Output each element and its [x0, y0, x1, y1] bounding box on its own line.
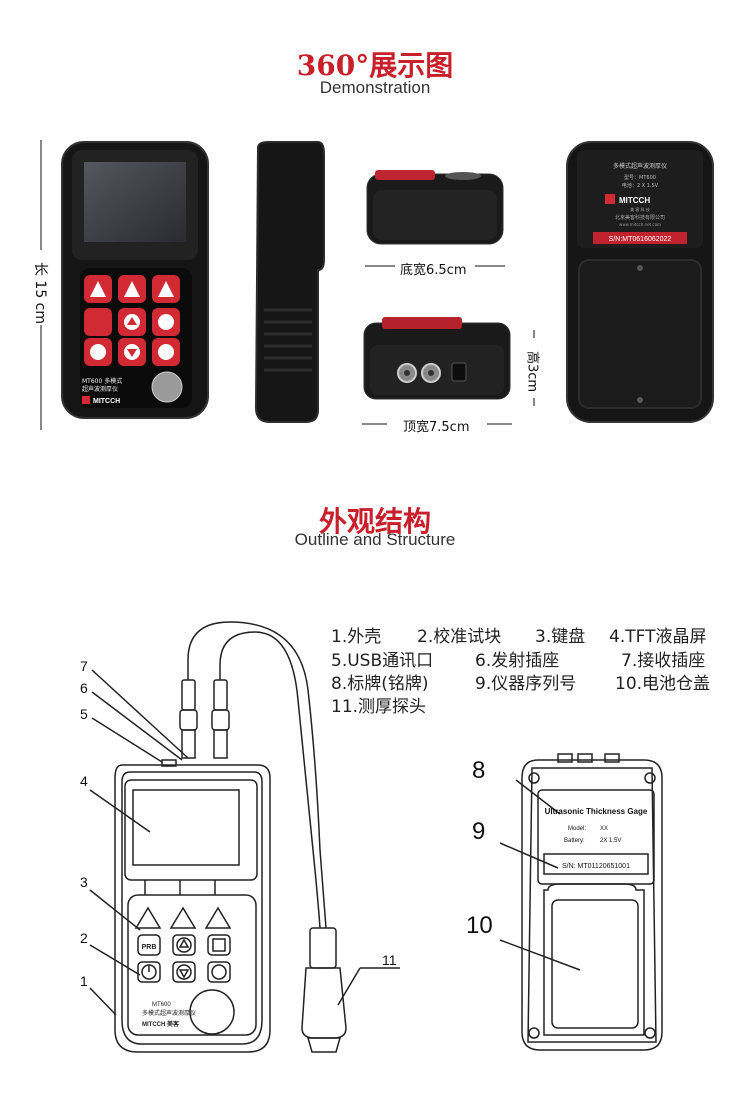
section2-title-cn: 外观结构: [318, 505, 431, 538]
length-label: 长 15 cm: [32, 261, 48, 325]
callout-number: 1: [80, 973, 88, 989]
bottom-width-line: [365, 265, 505, 267]
front-model-label2: 超声波测厚仪: [82, 385, 118, 393]
back-label-battery: 电池：2 X 1.5V: [622, 182, 659, 189]
front-device-photo: PRB MT600 多模式 超声波测厚仪 MITCCH: [61, 141, 209, 419]
height-dimension-line: [533, 330, 535, 406]
callout-number: 6: [80, 680, 88, 696]
back-line-serial: S/N: MT01120651001: [562, 863, 630, 870]
top-width-label: 顶宽7.5cm: [403, 420, 470, 435]
section1-title-cn: 360°展示图: [296, 49, 454, 82]
front-prb-key: PRB: [90, 319, 107, 328]
back-website: www.mitcch.net.com: [619, 222, 661, 227]
length-dimension-line: [40, 140, 42, 430]
legend-item: 9.仪器序列号: [475, 674, 577, 694]
callout-number: 5: [80, 706, 88, 722]
back-line-model-v: XX: [600, 826, 608, 832]
front-brand: MITCCH: [93, 398, 120, 405]
back-company: 北京美客科技有限公司: [615, 214, 665, 221]
callout-number: 9: [472, 818, 486, 845]
top-width-line: [362, 423, 512, 425]
callout-number: 4: [80, 773, 88, 789]
line-model: MT600: [152, 1002, 171, 1008]
back-device-photo: 多模式超声波测厚仪 型号：MT600 电池：2 X 1.5V MITCCH 美 …: [566, 141, 714, 423]
back-serial: S/N:MT0616062022: [609, 236, 672, 243]
front-line-drawing: PRB MT600 多模式超声波测厚仪 MITCCH 美客: [89, 621, 400, 1053]
back-line-battery-k: Battery:: [564, 838, 585, 844]
bottom-width-label: 底宽6.5cm: [400, 263, 467, 278]
callout-number: 7: [80, 658, 88, 674]
back-line-drawing: Ultrasonic Thickness Gage Model: XX Batt…: [499, 753, 663, 1051]
legend-item: 3.键盘: [535, 627, 586, 647]
height-label: 高3cm: [524, 350, 540, 393]
side-device-photo: [254, 141, 325, 423]
back-line-title: Ultrasonic Thickness Gage: [545, 807, 648, 816]
callout-number: 10: [466, 912, 493, 939]
legend-item: 4.TFT液晶屏: [609, 627, 707, 647]
top-view-photo: [363, 317, 511, 400]
back-brand-sub: 美 客 科 技: [630, 206, 650, 212]
front-model-label: MT600 多模式: [82, 377, 122, 385]
section2-title-en: Outline and Structure: [294, 530, 456, 549]
section1-title-en: Demonstration: [319, 78, 431, 97]
legend-item: 6.发射插座: [475, 651, 560, 671]
callout-number: 3: [80, 874, 88, 890]
callout-number: 8: [472, 757, 486, 784]
line-prb-key: PRB: [142, 944, 157, 951]
back-line-battery-v: 2X 1.5V: [600, 838, 621, 844]
back-label-model: 型号：MT600: [624, 174, 656, 181]
back-brand: MITCCH: [619, 196, 650, 205]
legend-item: 7.接收插座: [621, 651, 706, 671]
back-label-line1: 多模式超声波测厚仪: [613, 162, 667, 170]
bottom-view-photo: [366, 170, 504, 245]
callout-number: 11: [382, 952, 397, 968]
line-brand: MITCCH 美客: [142, 1020, 180, 1028]
back-line-model-k: Model:: [568, 826, 586, 832]
callout-number: 2: [80, 930, 88, 946]
legend-item: 10.电池仓盖: [615, 674, 711, 694]
line-desc: 多模式超声波测厚仪: [142, 1009, 196, 1017]
